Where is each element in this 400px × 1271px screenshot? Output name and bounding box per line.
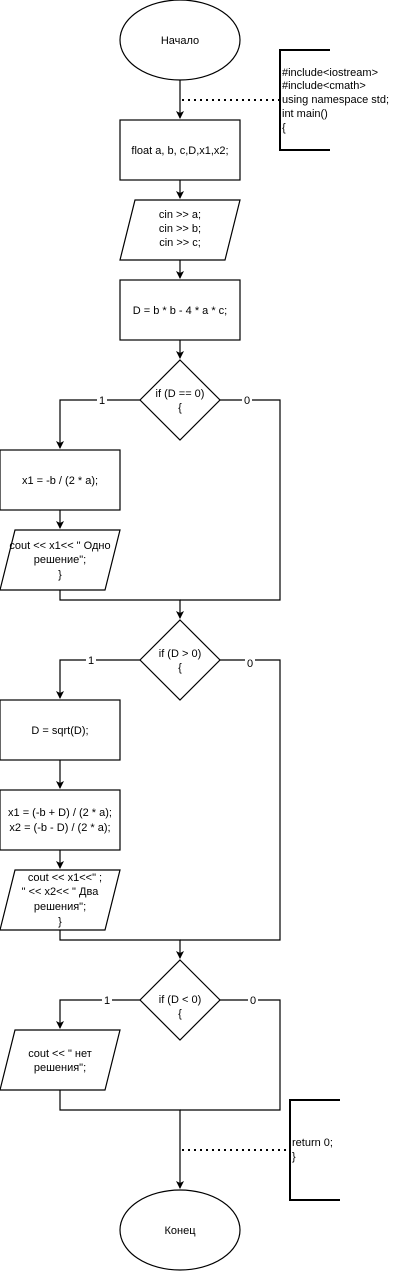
comment-top-line-2: #include<cmath> <box>282 80 366 92</box>
out2-node: cout << x1<<" ; " << x2<< " Два решения"… <box>0 869 121 931</box>
out2-line-1: cout << x1<<" ; <box>28 872 102 884</box>
cond1-node: if (D == 0) { <box>139 359 221 441</box>
end-label: Конец <box>164 1225 196 1237</box>
roots-line-2: x2 = (-b - D) / (2 * a); <box>9 822 110 834</box>
cond2-node: if (D > 0) { <box>139 619 221 701</box>
edge-cond1-no <box>180 399 281 601</box>
discriminant-node: D = b * b - 4 * a * c; <box>119 279 241 341</box>
sqrt-node: D = sqrt(D); <box>0 699 121 761</box>
input-node: cin >> a; cin >> b; cin >> c; <box>119 199 241 261</box>
out3-node: cout << " нет решения"; <box>0 1029 121 1091</box>
cond2-line-2: { <box>178 662 182 674</box>
cond2-line-1: if (D > 0) <box>159 648 201 660</box>
comment-bottom-line-2: } <box>292 1151 296 1163</box>
cond1-line-1: if (D == 0) <box>156 388 205 400</box>
out2-line-3: решения"; <box>34 901 86 913</box>
cond3-node: if (D < 0) { <box>139 959 221 1041</box>
comment-bottom-line-1: return 0; <box>292 1137 333 1149</box>
edge-cond2-yes <box>56 659 140 699</box>
start-node: Начало <box>119 0 241 81</box>
cond3-line-1: if (D < 0) <box>159 994 201 1006</box>
declare-label: float a, b, c,D,x1,x2; <box>131 145 228 157</box>
sqrt-label: D = sqrt(D); <box>31 725 88 737</box>
end-node: Конец <box>119 1189 241 1271</box>
cond2-no-label: 0 <box>247 658 253 670</box>
out1-line-2: решение"; <box>34 554 86 566</box>
out3-line-2: решения"; <box>34 1062 86 1074</box>
out3-line-1: cout << " нет <box>28 1048 92 1060</box>
cond1-line-2: { <box>178 402 182 414</box>
input-line-1: cin >> a; <box>159 209 201 221</box>
out1-line-1: cout << x1<< " Одно <box>9 540 110 552</box>
edge-out1-merge <box>59 590 184 619</box>
edge-cond3-yes <box>56 999 140 1029</box>
roots-line-1: x1 = (-b + D) / (2 * a); <box>8 807 112 819</box>
out1-line-3: } <box>58 569 62 581</box>
edge-cond1-yes <box>56 399 140 449</box>
out2-line-4: } <box>58 916 62 928</box>
out1-node: cout << x1<< " Одно решение"; } <box>0 529 121 591</box>
comment-top-line-1: #include<iostream> <box>282 67 378 79</box>
roots-node: x1 = (-b + D) / (2 * a); x2 = (-b - D) /… <box>0 789 121 851</box>
x1-single-node: x1 = -b / (2 * a); <box>0 449 121 511</box>
x1-single-label: x1 = -b / (2 * a); <box>22 475 98 487</box>
cond3-no-label: 0 <box>250 995 256 1007</box>
cond3-yes-label: 1 <box>104 995 110 1007</box>
out2-line-2: " << x2<< " Два <box>22 886 100 898</box>
input-line-2: cin >> b; <box>159 223 201 235</box>
cond1-yes-label: 1 <box>99 395 105 407</box>
comment-bottom: return 0; } <box>289 1099 340 1201</box>
cond1-no-label: 0 <box>244 395 250 407</box>
input-line-3: cin >> c; <box>159 237 201 249</box>
edge-out2-merge <box>59 930 184 959</box>
edge-out3-merge <box>59 1090 184 1189</box>
edge-cond2-no <box>180 659 281 941</box>
comment-top-line-5: { <box>282 122 286 134</box>
branch-labels: 1 0 1 0 1 0 <box>86 394 258 1007</box>
comment-top-line-3: using namespace std; <box>282 94 389 106</box>
discriminant-label: D = b * b - 4 * a * c; <box>133 305 227 317</box>
cond3-line-2: { <box>178 1008 182 1020</box>
start-label: Начало <box>161 35 199 47</box>
comment-top-line-4: int main() <box>282 108 328 120</box>
cond2-yes-label: 1 <box>88 655 94 667</box>
declare-node: float a, b, c,D,x1,x2; <box>119 119 241 181</box>
comment-top: #include<iostream> #include<cmath> using… <box>279 49 389 151</box>
